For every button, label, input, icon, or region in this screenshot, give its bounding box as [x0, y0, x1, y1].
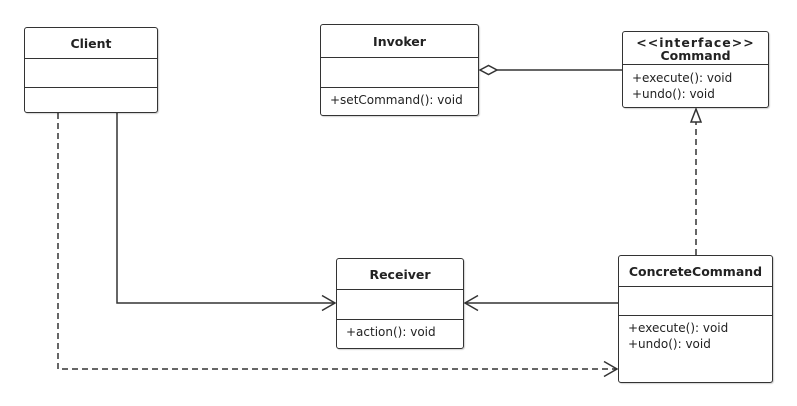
class-name-section: Receiver: [337, 259, 463, 290]
class-concrete-command[interactable]: ConcreteCommand +execute(): void +undo()…: [618, 255, 773, 383]
attributes-section: [619, 287, 772, 316]
attributes-section: [321, 58, 478, 88]
class-name-section: <<interface>> Command: [623, 32, 768, 65]
dependency-client-concretecommand: [57, 113, 619, 378]
arrowhead-concretecommand: [603, 360, 619, 378]
class-name: Command: [660, 47, 731, 63]
operations-section: [25, 88, 157, 92]
class-receiver[interactable]: Receiver +action(): void: [336, 258, 464, 349]
aggregation-diamond: [478, 64, 499, 76]
operation: +action(): void: [346, 325, 436, 339]
class-name: Receiver: [369, 266, 431, 282]
operation: +undo(): void: [628, 337, 711, 351]
class-name-section: ConcreteCommand: [619, 256, 772, 287]
attributes-section: [337, 290, 463, 320]
arrowhead-receiver-left: [321, 294, 337, 312]
operation: +execute(): void: [628, 321, 729, 335]
class-name: ConcreteCommand: [628, 263, 763, 279]
operations-section: +setCommand(): void: [321, 88, 478, 108]
association-concretecommand-receiver: [463, 294, 618, 312]
class-name: Client: [70, 35, 112, 51]
operations-section: +execute(): void +undo(): void: [619, 316, 772, 352]
interface-command[interactable]: <<interface>> Command +execute(): void +…: [622, 31, 769, 108]
realization-triangle: [689, 106, 703, 123]
attributes-section: [25, 59, 157, 88]
aggregation-invoker-command: [478, 64, 622, 76]
association-client-receiver: [116, 113, 337, 312]
stereotype-label: <<interface>>: [636, 34, 755, 50]
operations-section: +execute(): void +undo(): void: [623, 65, 768, 102]
class-name-section: Client: [25, 28, 157, 59]
arrowhead-receiver-right: [463, 294, 479, 312]
realization-concretecommand-command: [689, 106, 703, 255]
operations-section: +action(): void: [337, 320, 463, 340]
operation: +setCommand(): void: [330, 93, 463, 107]
class-client[interactable]: Client: [24, 27, 158, 113]
operation: +execute(): void: [632, 71, 733, 85]
class-invoker[interactable]: Invoker +setCommand(): void: [320, 24, 479, 116]
operation: +undo(): void: [632, 87, 715, 101]
class-name-section: Invoker: [321, 25, 478, 58]
class-name: Invoker: [373, 33, 426, 49]
